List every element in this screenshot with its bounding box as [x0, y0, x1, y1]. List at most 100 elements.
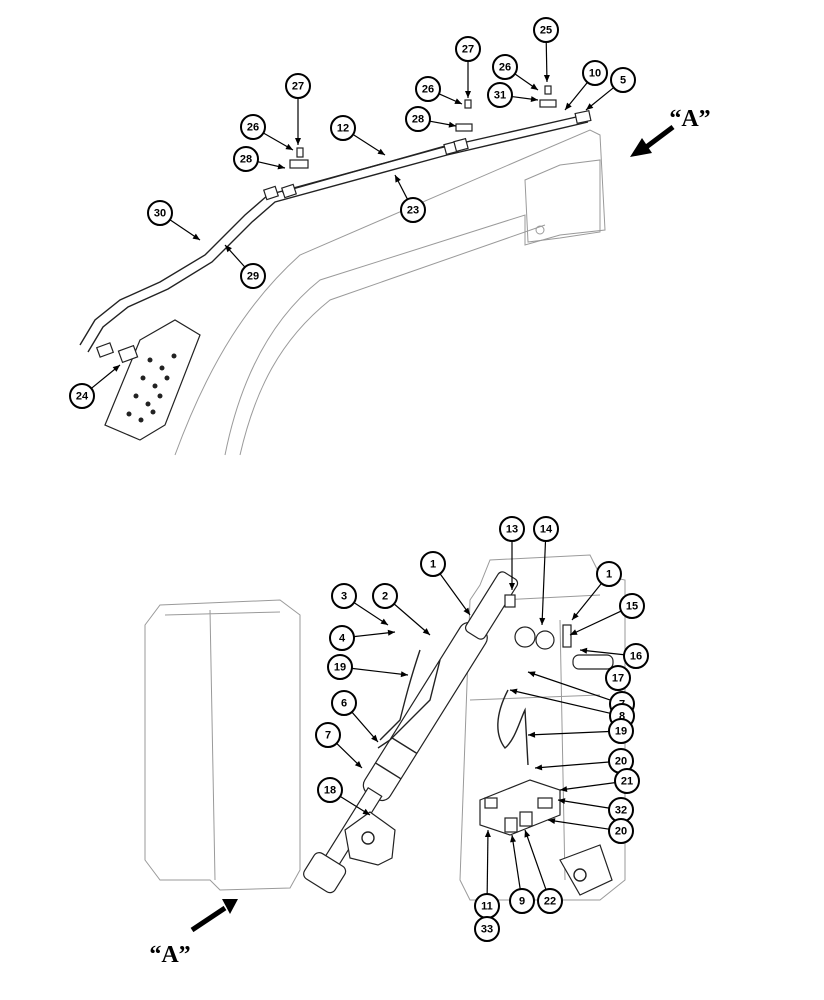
chassis-block-inner	[164, 609, 281, 881]
callout-circle	[455, 36, 481, 62]
callout-arrowhead	[484, 830, 491, 838]
callout-circle	[499, 516, 525, 542]
callout-number: 13	[506, 524, 518, 536]
callout-arrowhead	[558, 798, 566, 805]
hose-19-left	[379, 649, 421, 741]
lower-callout: 1	[420, 551, 471, 616]
callout-arrowhead	[354, 760, 362, 768]
callout-leader-line	[509, 689, 611, 714]
callout-circle	[537, 888, 563, 914]
view-label-a-top: “A”	[669, 106, 710, 132]
callout-arrowhead	[528, 671, 536, 678]
callout-number: 11	[481, 901, 493, 913]
lower-callout: 15	[569, 593, 645, 636]
bolt-27-mid	[464, 99, 472, 109]
chassis-block-outline	[144, 599, 301, 891]
callout-arrowhead	[509, 583, 515, 590]
mounting-plate	[104, 319, 201, 441]
callout-number: 28	[412, 114, 424, 126]
callout-number: 32	[615, 805, 627, 817]
callout-arrowhead	[570, 629, 578, 635]
upper-callout: 5	[585, 67, 636, 111]
callout-leader-line	[527, 671, 611, 701]
callout-arrowhead	[112, 365, 120, 372]
callout-number: 26	[422, 84, 434, 96]
swivel-bracket	[559, 844, 613, 896]
callout-circle	[619, 593, 645, 619]
callout-circle	[596, 561, 622, 587]
callout-number: 10	[589, 68, 601, 80]
callout-circle	[614, 768, 640, 794]
boom-bracket	[524, 159, 601, 243]
lower-callout: 19	[527, 718, 634, 744]
pipe-30	[79, 114, 586, 346]
lower-callout: 11	[474, 829, 500, 919]
clamp-28-left	[289, 159, 309, 169]
callout-arrowhead	[535, 764, 543, 771]
lower-callout: 18	[317, 777, 371, 816]
boom-pin	[535, 225, 545, 235]
bushing-13	[514, 626, 536, 648]
callout-number: 1	[606, 569, 612, 581]
view-label-a-bottom: “A”	[149, 942, 190, 968]
frame-outline	[459, 554, 626, 901]
callout-circle	[330, 115, 356, 141]
callout-arrowhead	[580, 647, 588, 654]
callout-number: 22	[544, 896, 556, 908]
lower-callout: 20	[534, 748, 634, 774]
callout-leader-line	[534, 761, 610, 769]
upper-callout: 28	[233, 146, 286, 172]
upper-callout: 23	[394, 174, 426, 223]
callout-circle	[329, 625, 355, 651]
callout-circle	[610, 67, 636, 93]
callout-number: 21	[621, 776, 633, 788]
callout-number: 20	[615, 756, 627, 768]
bolt-27-left	[296, 147, 304, 158]
callout-number: 12	[337, 123, 349, 135]
clamp-31	[539, 99, 557, 108]
lower-callout: 20	[547, 818, 634, 844]
callout-circle	[533, 516, 559, 542]
callout-arrowhead	[400, 671, 408, 678]
lower-callout: 7	[315, 722, 363, 769]
view-indicator-a-bottom: “A”	[149, 899, 238, 968]
pin-15	[562, 624, 572, 648]
pipe-29	[87, 121, 589, 353]
upper-callout: 24	[69, 364, 121, 409]
upper-assembly-drawing	[79, 85, 606, 456]
callout-leader-line	[559, 782, 616, 791]
callout-number: 31	[494, 90, 506, 102]
lower-callouts: 1314113215416171976819720211832201192233	[315, 516, 649, 942]
callout-circle	[415, 76, 441, 102]
callout-arrowhead	[362, 808, 370, 815]
callout-number: 26	[499, 62, 511, 74]
callout-arrowhead	[277, 163, 285, 170]
plate-holes	[126, 353, 177, 423]
callout-arrowhead	[285, 143, 293, 150]
callout-circle	[327, 654, 353, 680]
upper-callout: 28	[405, 106, 457, 132]
callout-number: 20	[615, 826, 627, 838]
upper-callout: 27	[285, 73, 311, 145]
callout-leader-line	[569, 610, 622, 636]
callout-arrowhead	[560, 786, 568, 793]
callout-circle	[605, 665, 631, 691]
callout-arrowhead	[524, 830, 531, 838]
callout-arrowhead	[543, 74, 550, 82]
callout-circle	[147, 200, 173, 226]
callout-circle	[582, 60, 608, 86]
lower-assembly-drawing	[144, 554, 626, 901]
callout-arrowhead	[530, 83, 538, 90]
callout-number: 4	[339, 633, 346, 645]
callout-arrowhead	[380, 618, 388, 625]
lower-callout: 33	[474, 916, 500, 942]
callout-circle	[400, 197, 426, 223]
callout-number: 5	[620, 75, 626, 87]
callout-circle	[233, 146, 259, 172]
lower-callout: 3	[331, 583, 389, 626]
callout-arrowhead	[465, 91, 471, 98]
callout-circle	[492, 54, 518, 80]
lower-callout: 14	[533, 516, 559, 626]
upper-callout: 26	[415, 76, 463, 105]
